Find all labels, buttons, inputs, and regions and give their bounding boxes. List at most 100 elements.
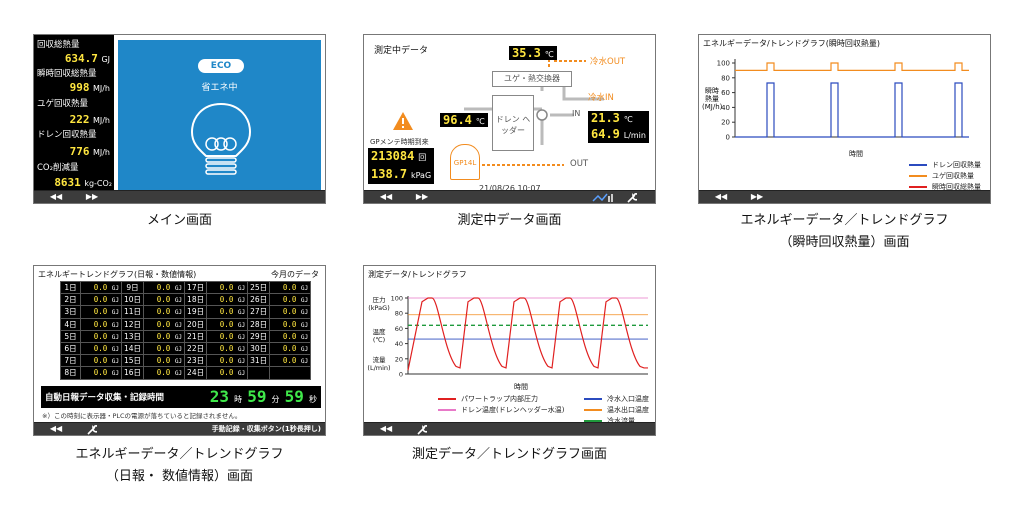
- measure-caption: 測定中データ画面: [457, 213, 562, 228]
- measure-trend-screen: 測定データ/トレンドグラフ 圧力 (kPaG) 温度 (℃) 流量 (L/min…: [363, 265, 656, 436]
- legend-hot-out-temp: 温水出口温度: [584, 405, 649, 415]
- day-label: 4日: [60, 317, 81, 331]
- empty-cell: [247, 366, 271, 380]
- prev-button[interactable]: ◀◀: [379, 192, 393, 201]
- day-label: 21日: [184, 329, 208, 343]
- day-value: 0.0 GJ: [80, 329, 122, 343]
- day-value: 0.0 GJ: [269, 354, 312, 368]
- drain-series-line: [735, 82, 969, 138]
- prev-button[interactable]: ◀◀: [49, 424, 63, 433]
- steam-series-line: [735, 62, 969, 71]
- day-value: 0.0 GJ: [269, 317, 312, 331]
- daily-note: ※）この時刻に表示器・PLCの電源が落ちていると記録されません。: [42, 412, 242, 420]
- collect-time-panel: 自動日報データ収集・記録時間 23 時 59 分 59 秒: [41, 386, 321, 408]
- day-label: 13日: [120, 329, 145, 343]
- ylabel-flow: 流量 (L/min): [367, 356, 391, 372]
- legend-instant-total: 瞬時回収総熱量: [909, 182, 981, 192]
- out-label: OUT: [570, 159, 589, 169]
- eco-status-text: 省エネ中: [201, 83, 238, 93]
- next-button[interactable]: ▶▶: [750, 192, 764, 201]
- day-value: 0.0 GJ: [206, 317, 249, 331]
- y-tick-label: 0: [399, 371, 403, 379]
- wrench-icon[interactable]: [416, 424, 427, 435]
- eco-badge: ECO: [198, 59, 244, 73]
- instant-recovered-value: 998 MJ/h: [69, 81, 110, 94]
- day-label: 29日: [247, 329, 271, 343]
- wrench-icon[interactable]: [86, 424, 97, 435]
- next-button[interactable]: ▶▶: [415, 192, 429, 201]
- empty-cell: [269, 366, 312, 380]
- ylabel-temp: 温度 (℃): [372, 328, 386, 344]
- daily-title: エネルギートレンドグラフ(日報・数値情報): [38, 270, 197, 279]
- prev-button[interactable]: ◀◀: [714, 192, 728, 201]
- instant-trend-caption: エネルギーデータ／トレンドグラフ（瞬時回収熱量）画面: [740, 213, 949, 250]
- main-footer: ◀◀ ▶▶: [34, 190, 325, 203]
- measure-trend-title: 測定データ/トレンドグラフ: [368, 270, 467, 279]
- day-label: 23日: [184, 354, 208, 368]
- next-button[interactable]: ▶▶: [85, 192, 99, 201]
- day-value: 0.0 GJ: [80, 317, 122, 331]
- day-value: 0.0 GJ: [143, 280, 186, 295]
- day-label: 9日: [120, 280, 145, 295]
- main-screen: 回収総熱量 634.7 GJ 瞬時回収総熱量 998 MJ/h ユゲ回収熱量 2…: [33, 34, 326, 204]
- collect-time-label: 自動日報データ収集・記録時間: [45, 393, 165, 403]
- co2-reduction-value: 8631 kg-CO₂: [54, 176, 112, 189]
- prev-button[interactable]: ◀◀: [379, 424, 393, 433]
- drain-temp-display: 96.4 ℃: [440, 113, 488, 127]
- day-value: 0.0 GJ: [206, 341, 249, 356]
- instant-trend-xlabel: 時間: [849, 150, 863, 158]
- day-label: 19日: [184, 305, 208, 319]
- day-value: 0.0 GJ: [143, 293, 186, 307]
- co2-reduction-label: CO₂削減量: [37, 163, 79, 173]
- day-label: 12日: [120, 317, 145, 331]
- day-value: 0.0 GJ: [143, 354, 186, 368]
- day-label: 1日: [60, 280, 81, 295]
- prev-button[interactable]: ◀◀: [49, 192, 63, 201]
- day-value: 0.0 GJ: [269, 329, 312, 343]
- y-tick-label: 40: [721, 104, 730, 112]
- total-recovered-label: 回収総熱量: [37, 40, 80, 50]
- trend-graph-icon[interactable]: [592, 192, 614, 203]
- day-label: 20日: [184, 317, 208, 331]
- day-value: 0.0 GJ: [269, 293, 312, 307]
- day-value: 0.0 GJ: [269, 305, 312, 319]
- main-caption: メイン画面: [146, 213, 212, 228]
- gp14l-box: GP14L: [450, 144, 480, 180]
- lightbulb-icon: [190, 102, 252, 175]
- wrench-icon[interactable]: [626, 192, 637, 203]
- y-tick-label: 80: [395, 310, 403, 318]
- day-label: 10日: [120, 293, 145, 307]
- legend-steam: ユゲ回収熱量: [909, 171, 974, 181]
- day-label: 5日: [60, 329, 81, 343]
- warning-icon: [393, 112, 413, 130]
- measure-trend-footer: ◀◀: [364, 422, 655, 435]
- trap-pressure-series-line: [407, 297, 648, 371]
- y-tick-label: 40: [395, 340, 403, 348]
- instant-trend-title: エネルギーデータ/トレンドグラフ(瞬時回収熱量): [703, 39, 880, 48]
- day-label: 8日: [60, 366, 81, 380]
- y-tick-label: 60: [395, 325, 403, 333]
- main-values-panel: 回収総熱量 634.7 GJ 瞬時回収総熱量 998 MJ/h ユゲ回収熱量 2…: [34, 35, 114, 193]
- day-label: 16日: [120, 366, 145, 380]
- day-value: 0.0 GJ: [206, 329, 249, 343]
- day-label: 3日: [60, 305, 81, 319]
- legend-drain: ドレン回収熱量: [909, 160, 981, 170]
- daily-footer: ◀◀ 手動記録・収集ボタン(1秒長押し): [34, 422, 325, 435]
- day-label: 7日: [60, 354, 81, 368]
- manual-record-button[interactable]: 手動記録・収集ボタン(1秒長押し): [211, 425, 321, 433]
- measure-footer: ◀◀ ▶▶: [364, 190, 655, 203]
- day-value: 0.0 GJ: [80, 354, 122, 368]
- drain-recovered-label: ドレン回収熱量: [37, 130, 97, 140]
- cold-out-label: 冷水OUT: [590, 57, 626, 67]
- legend-cold-flow: 冷水流量: [584, 416, 635, 426]
